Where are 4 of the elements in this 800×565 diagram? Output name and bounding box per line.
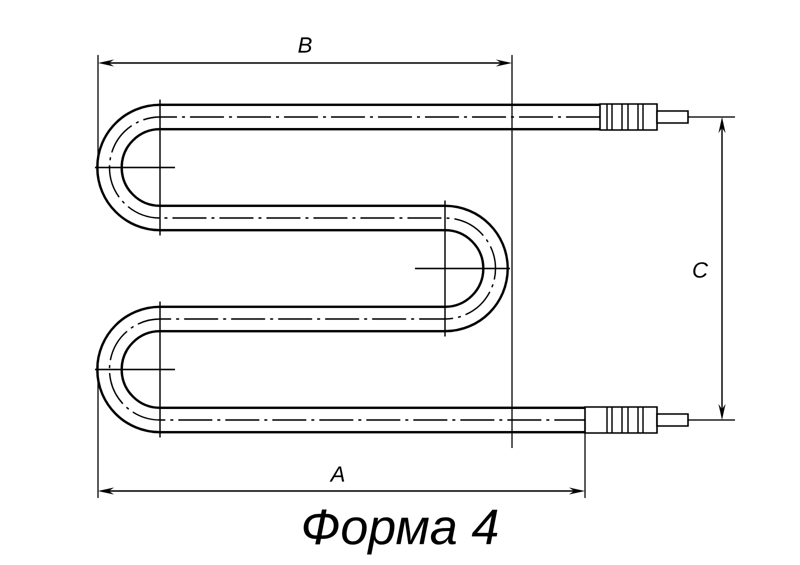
dimension-label: A xyxy=(330,466,344,482)
caption: Форма 4 xyxy=(304,510,498,555)
dimension-label: B xyxy=(298,37,312,53)
dimension-label: C xyxy=(693,262,708,278)
